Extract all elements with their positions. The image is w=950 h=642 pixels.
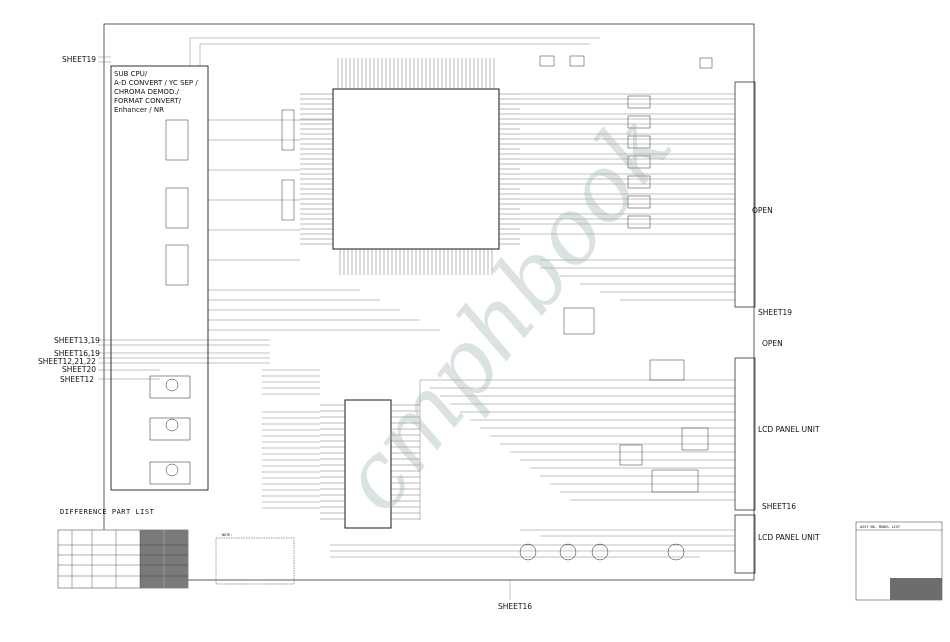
sheet-label: SHEET16 bbox=[498, 602, 533, 611]
sheet-frame bbox=[103, 23, 755, 581]
sheet-label: SHEET19 bbox=[62, 55, 97, 64]
right-bus-lines bbox=[520, 93, 735, 301]
sheet-label: SHEET16 bbox=[762, 502, 797, 511]
cpu-line-5: Enhancer / NR bbox=[114, 106, 164, 114]
open-label: OPEN bbox=[762, 339, 783, 348]
sheet-label: SHEET13,19 bbox=[54, 336, 100, 345]
logic-ics bbox=[149, 375, 191, 485]
lower-ic bbox=[344, 399, 392, 529]
main-ic-left-pins bbox=[300, 93, 333, 245]
sheet-label: SHEET19 bbox=[758, 308, 793, 317]
difference-part-list-title: DIFFERENCE PART LIST bbox=[60, 508, 155, 516]
wiring bbox=[98, 37, 735, 600]
main-ic-top-pins bbox=[337, 58, 495, 89]
lower-ic-pins bbox=[320, 404, 420, 520]
connector-bottom-right bbox=[734, 514, 756, 574]
note-title: NOTE: bbox=[222, 533, 233, 537]
cpu-line-1: SUB CPU/ bbox=[114, 70, 148, 78]
resistor-packs bbox=[165, 95, 709, 493]
connector-top-right bbox=[734, 81, 756, 308]
sub-cpu-block bbox=[110, 65, 209, 491]
model-list-header: ASSY NO. MODEL LIST bbox=[860, 525, 901, 529]
sheet-label: SHEET16,19 bbox=[54, 349, 100, 358]
main-ic-bottom-pins bbox=[339, 249, 493, 275]
main-ic-right-pins bbox=[499, 93, 520, 245]
note-box bbox=[215, 537, 295, 585]
difference-part-list-table bbox=[57, 529, 189, 589]
sheet-label: SHEET12 bbox=[60, 375, 95, 384]
sub-cpu-label: SUB CPU/ A-D CONVERT / YC SEP / CHROMA D… bbox=[114, 70, 198, 115]
model-list-box bbox=[855, 521, 943, 601]
sheet-label: SHEET12,21,22 bbox=[38, 357, 96, 366]
top-chips bbox=[539, 55, 713, 69]
cpu-line-4: FORMAT CONVERT/ bbox=[114, 97, 182, 105]
lcd-panel-label: LCD PANEL UNIT bbox=[758, 533, 820, 542]
cpu-line-3: CHROMA DEMOD./ bbox=[114, 88, 179, 96]
transistors bbox=[165, 378, 685, 561]
cpu-line-2: A-D CONVERT / YC SEP / bbox=[114, 79, 198, 87]
connector-mid-right bbox=[734, 357, 756, 511]
lcd-panel-label: LCD PANEL UNIT bbox=[758, 425, 820, 434]
sheet-label: SHEET20 bbox=[62, 365, 97, 374]
main-ic bbox=[332, 88, 500, 250]
open-label: OPEN bbox=[752, 206, 773, 215]
